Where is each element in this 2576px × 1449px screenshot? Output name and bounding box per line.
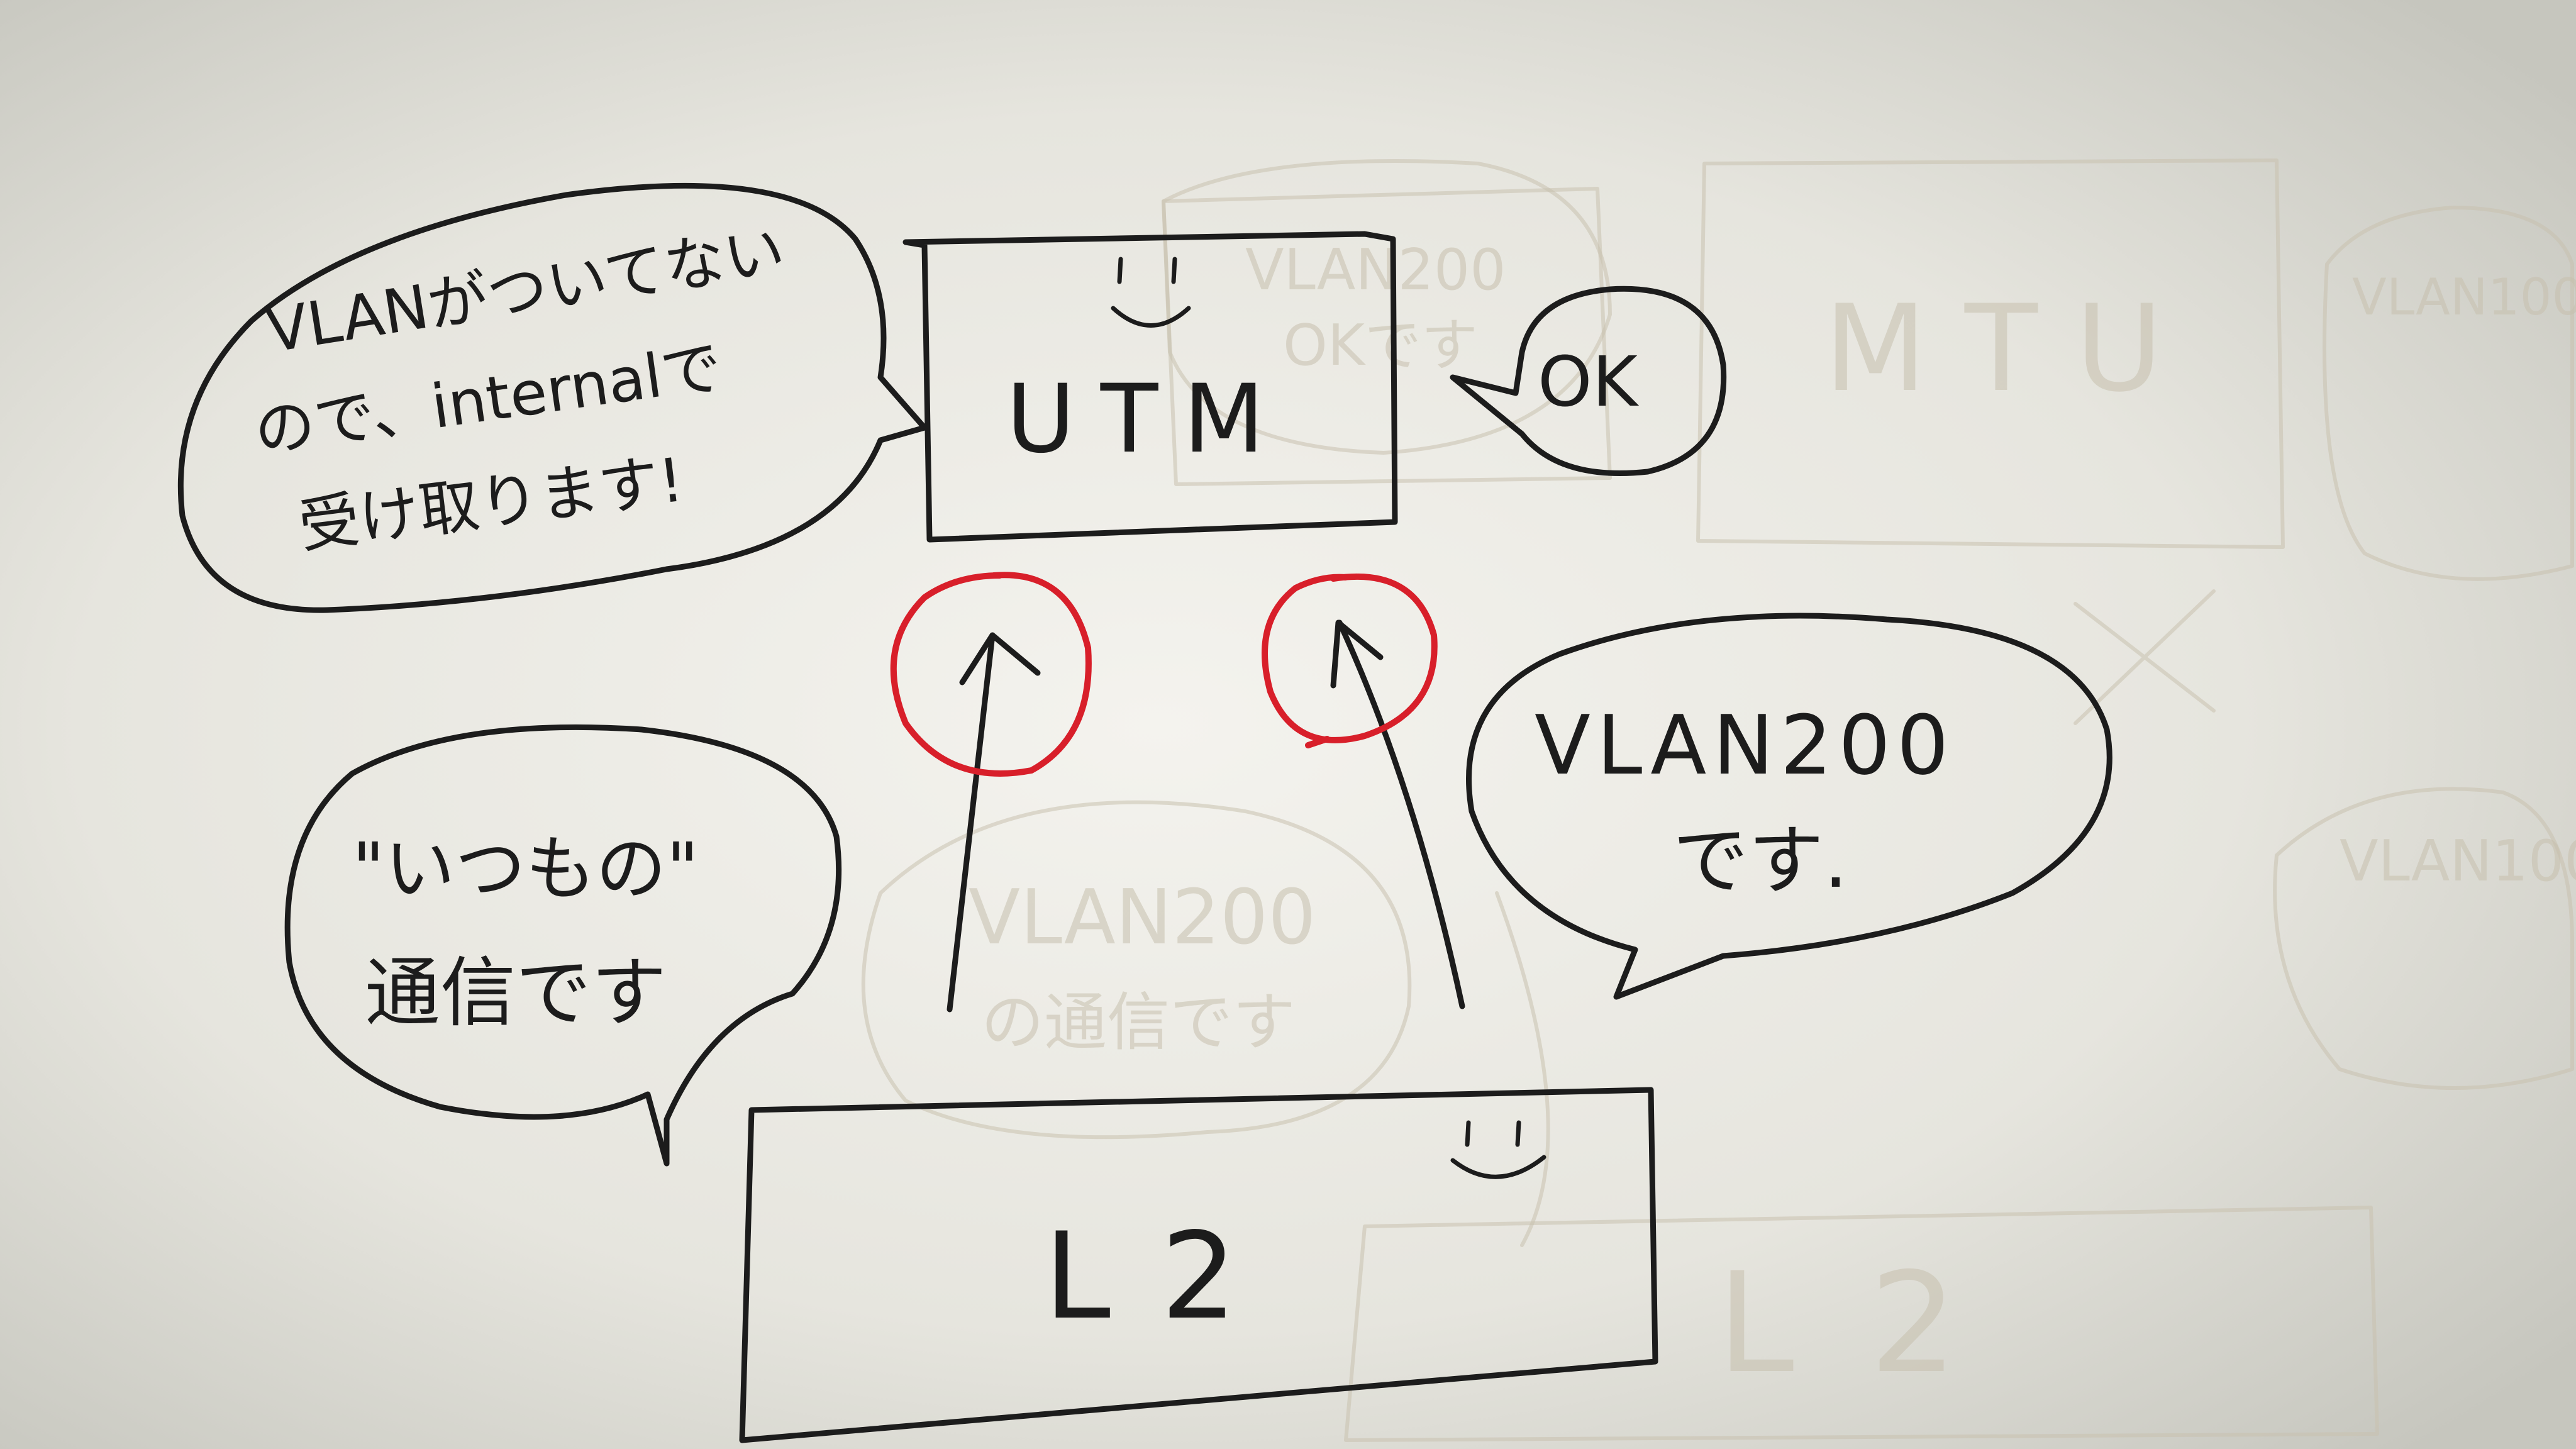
- bubble-ok: OK: [1450, 286, 1727, 476]
- arrow-untagged-shaft: [947, 632, 996, 1013]
- utm-device: UTM: [902, 231, 1398, 543]
- ghost-l2: L2: [1717, 1243, 2033, 1404]
- utm-label: UTM: [1006, 365, 1290, 474]
- l2-box: [739, 1087, 1658, 1443]
- ghost-ok-desu: OKです: [1283, 313, 1478, 379]
- bubble-ok-text: OK: [1538, 341, 1640, 422]
- red-circle-untagged: [890, 572, 1092, 777]
- ghost-vlan200-upper: VLAN200: [1245, 237, 1506, 303]
- bubble-vlan200-outline: [1466, 613, 2112, 1000]
- bubble-usual-line-1: "いつもの": [352, 828, 699, 910]
- bubble-vlan200-line-1: VLAN200: [1535, 697, 1955, 793]
- arrow-untagged: [890, 572, 1092, 1013]
- arrow-untagged-head: [959, 632, 1041, 686]
- bleed-through-layer: MTU L2 VLAN200 の通信です VLAN200 OKです VLAN10…: [861, 158, 2576, 1442]
- bubble-ok-outline: [1450, 286, 1727, 476]
- arrow-vlan200: [1262, 573, 1465, 1009]
- red-circle-vlan200: [1262, 573, 1438, 748]
- bubble-utm-outline: [177, 182, 928, 613]
- arrow-vlan200-shaft: [1336, 619, 1465, 1009]
- l2-smiley-icon: [1450, 1120, 1546, 1179]
- bubble-usual-traffic: "いつもの" 通信です: [284, 724, 842, 1167]
- ghost-vlan100-upper: VLAN100: [2352, 268, 2576, 326]
- l2-device: L2: [739, 1087, 1658, 1443]
- bubble-usual-line-2: 通信です: [365, 950, 667, 1037]
- bubble-vlan200-line-2: です.: [1673, 818, 1848, 905]
- l2-label: L2: [1044, 1207, 1287, 1346]
- arrow-vlan200-head: [1330, 619, 1384, 689]
- utm-box: [902, 231, 1398, 543]
- ghost-mtu: MTU: [1824, 279, 2201, 418]
- bubble-vlan200: VLAN200 です.: [1466, 613, 2112, 1000]
- utm-smiley-icon: [1111, 257, 1191, 328]
- bubble-usual-outline: [284, 724, 842, 1167]
- ghost-vlan200-lower: VLAN200: [969, 874, 1316, 962]
- ghost-tsushin: の通信です: [981, 985, 1296, 1059]
- ghost-vlan100-lower: VLAN100: [2340, 828, 2576, 894]
